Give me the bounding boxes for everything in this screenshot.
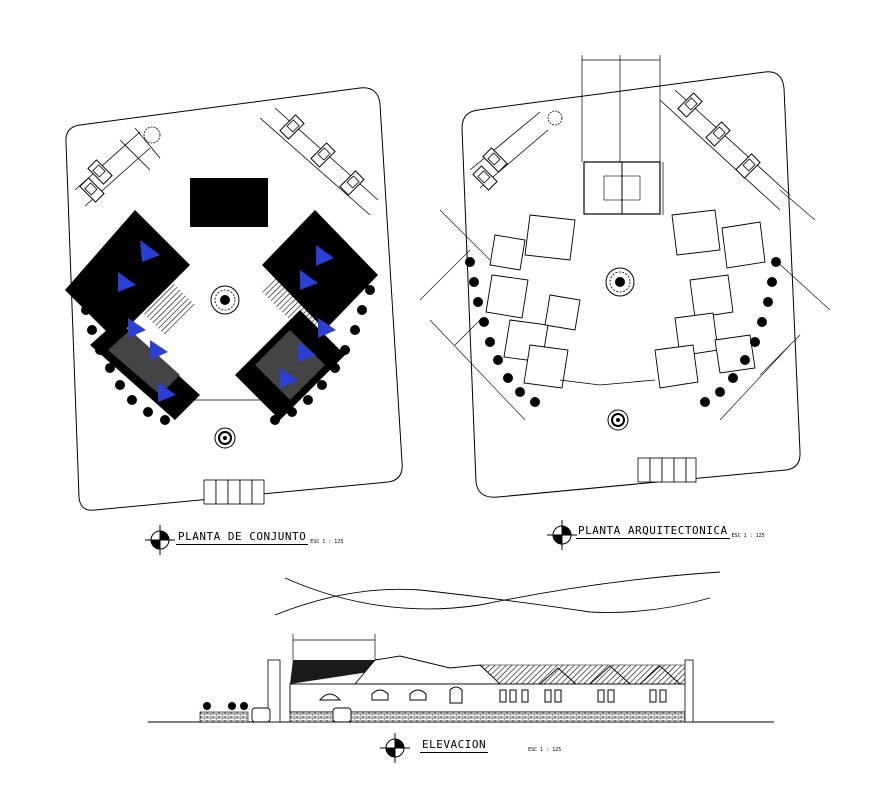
site-plan-tree-top — [143, 126, 161, 144]
elevation-terrain-curve-b — [274, 588, 711, 616]
elevation-main-wall — [289, 683, 691, 713]
site-plan-central-court — [190, 178, 268, 227]
site-plan-fountain — [214, 427, 236, 449]
site-plan-left-wing — [65, 210, 200, 420]
site-plan — [65, 87, 403, 511]
site-plan-glass-roof — [140, 240, 160, 262]
floor-plan-dimensions-diagonal — [419, 189, 831, 421]
site-plan-parking-left — [74, 127, 161, 207]
elevation-windows — [318, 686, 667, 704]
site-plan-title-block: PLANTA DE CONJUNTO ESC 1 : 125 — [176, 530, 343, 545]
site-plan-scale: ESC 1 : 125 — [310, 539, 344, 545]
floor-plan-entry-gate — [637, 457, 697, 483]
site-plan-title: PLANTA DE CONJUNTO — [176, 530, 309, 545]
floor-plan-parking-left — [469, 111, 549, 191]
elevation-terrain-curve-a — [284, 571, 721, 610]
elevation-scale: ESC 1 : 125 — [528, 747, 562, 753]
floor-plan-title-block: PLANTA ARQUITECTONICA ESC 1 : 125 — [576, 524, 765, 539]
floor-plan — [419, 55, 831, 498]
floor-plan-fountain — [607, 409, 629, 431]
site-plan-entry-gate — [203, 479, 265, 505]
site-plan-north-arrow — [145, 525, 175, 555]
site-plan-lot-boundary — [65, 87, 403, 511]
floor-plan-north-arrow — [547, 520, 577, 550]
elevation-cars — [251, 707, 352, 723]
site-plan-parking-right — [259, 107, 379, 216]
site-plan-right-wing — [235, 210, 378, 420]
floor-plan-scale: ESC 1 : 125 — [731, 533, 765, 539]
elevation-title: ELEVACION — [420, 738, 489, 753]
floor-plan-left-wing-rooms — [485, 214, 581, 389]
elevation-section-marker — [380, 733, 410, 763]
floor-plan-dimensions-top — [581, 55, 664, 215]
floor-plan-right-wing-rooms — [654, 209, 766, 389]
elevation-title-block: ELEVACION ESC 1 : 125 — [420, 738, 561, 753]
floor-plan-title: PLANTA ARQUITECTONICA — [576, 524, 730, 539]
elevation-roof-main — [290, 660, 395, 684]
floor-plan-parking-right — [659, 89, 791, 211]
elevation-drawing — [148, 571, 774, 723]
